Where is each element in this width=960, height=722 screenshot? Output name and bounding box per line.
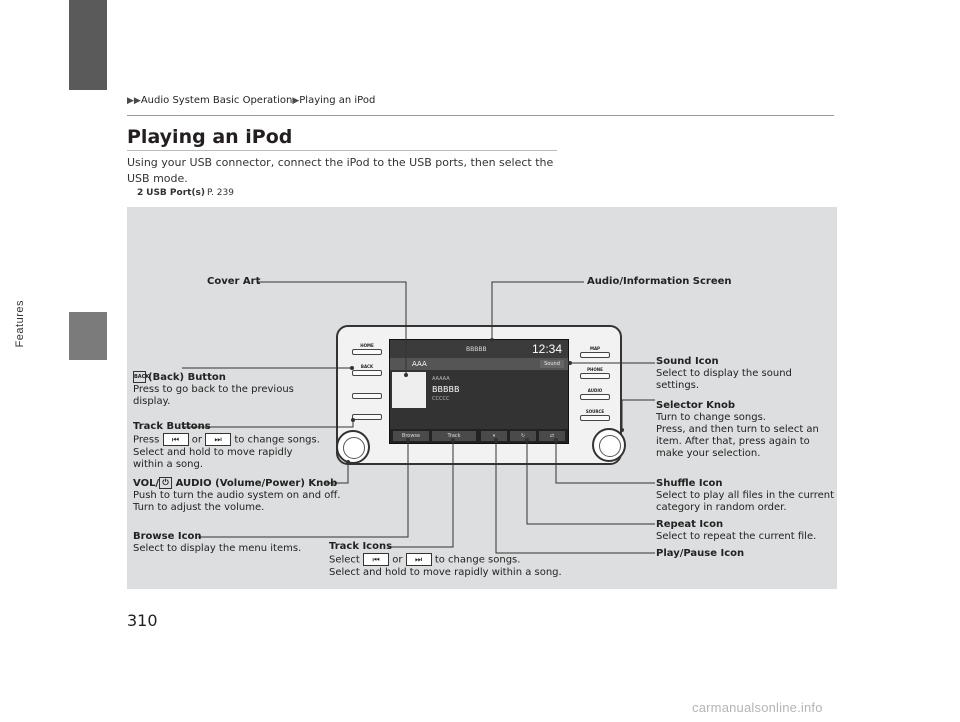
screen-source-band: AAA Sound <box>390 358 568 370</box>
sidebar <box>69 0 107 722</box>
power-icon: ⏻ <box>159 477 173 489</box>
track-buttons-callout: Track Buttons Press ⏮ or ⏭ to change son… <box>133 421 320 470</box>
map-button[interactable] <box>580 352 610 358</box>
screen-clock: 12:34 <box>531 342 562 356</box>
back-icon: BACK <box>133 371 149 383</box>
phone-button-label: PHONE <box>587 367 603 372</box>
reference-icon: 2 <box>137 188 144 198</box>
map-button-label: MAP <box>589 346 600 351</box>
title-rule <box>127 150 557 151</box>
repeat-icon[interactable]: ↻ <box>510 431 536 441</box>
browse-icon-callout: Browse Icon Select to display the menu i… <box>133 531 302 554</box>
sidebar-block <box>69 0 107 90</box>
reference-page: P. 239 <box>207 188 234 198</box>
repeat-icon-callout: Repeat Icon Select to repeat the current… <box>656 519 817 542</box>
screen-status-bar: BBBBB 12:34 <box>390 340 568 358</box>
browse-icon[interactable]: Browse <box>393 431 429 441</box>
selector-knob[interactable] <box>592 428 626 462</box>
audio-info-screen-label: Audio/Information Screen <box>587 276 732 287</box>
cross-reference[interactable]: 2 USB Port(s)P. 239 <box>137 188 234 198</box>
home-button[interactable] <box>352 349 382 355</box>
vol-audio-knob[interactable] <box>336 430 370 464</box>
track-icons-callout: Track Icons Select ⏮ or ⏭ to change song… <box>329 541 562 578</box>
page-number: 310 <box>127 611 158 630</box>
track-icon-prev: ⏮ <box>363 553 390 566</box>
breadcrumb-link-audio-basic[interactable]: Audio System Basic Operation <box>140 95 293 106</box>
header-rule <box>127 115 834 116</box>
cover-art <box>392 372 426 408</box>
screen-bottom-bar: Browse Track ⏸ ↻ ⇄ <box>390 429 568 443</box>
shuffle-icon[interactable]: ⇄ <box>539 431 565 441</box>
selector-knob-callout: Selector Knob Turn to change songs. Pres… <box>656 400 819 459</box>
watermark: carmanualsonline.info <box>692 700 823 715</box>
back-button[interactable] <box>352 370 382 376</box>
screen-artist: AAAAA <box>432 376 450 382</box>
breadcrumb-separator-icon: ▶ <box>292 96 300 106</box>
track-prev-icon: ⏮ <box>162 433 189 446</box>
play-pause-icon[interactable]: ⏸ <box>481 431 507 441</box>
back-button-label: BACK <box>360 364 374 369</box>
track-next-icon: ⏭ <box>205 433 232 446</box>
cover-art-label: Cover Art <box>207 276 261 287</box>
brightness-button[interactable] <box>352 393 382 399</box>
screen-album: CCCCC <box>432 396 450 402</box>
reference-link[interactable]: USB Port(s) <box>146 188 206 198</box>
screen-source: AAA <box>412 360 427 368</box>
page-title: Playing an iPod <box>127 126 293 148</box>
vol-knob-callout: VOL/⏻ AUDIO (Volume/Power) Knob Push to … <box>133 477 341 513</box>
sidebar-tab-marker <box>69 312 107 360</box>
source-button[interactable] <box>580 415 610 421</box>
screen-song: BBBBB <box>432 385 460 394</box>
sidebar-label: Features <box>14 300 26 348</box>
track-icons[interactable]: Track <box>432 431 476 441</box>
track-buttons[interactable] <box>352 414 382 420</box>
back-button-callout: BACK(Back) Button Press to go back to th… <box>133 371 294 407</box>
breadcrumb-arrow-icon: ▶▶ <box>127 96 141 106</box>
audio-information-screen[interactable]: BBBBB 12:34 AAA Sound AAAAA BBBBB CCCCC … <box>389 339 569 444</box>
play-pause-icon-callout: Play/Pause Icon <box>656 548 745 559</box>
shuffle-icon-callout: Shuffle Icon Select to play all files in… <box>656 478 835 513</box>
home-button-label: HOME <box>360 343 374 348</box>
audio-button[interactable] <box>580 394 610 400</box>
breadcrumb-current: Playing an iPod <box>299 95 376 106</box>
source-button-label: SOURCE <box>585 409 605 414</box>
phone-button[interactable] <box>580 373 610 379</box>
screen-status-text: BBBBB <box>466 346 487 353</box>
track-icon-next: ⏭ <box>405 553 432 566</box>
sound-icon-callout: Sound Icon Select to display the sound s… <box>656 356 792 391</box>
sound-icon[interactable]: Sound <box>540 360 564 368</box>
breadcrumb: ▶▶Audio System Basic Operation▶Playing a… <box>127 95 375 106</box>
intro-text: Using your USB connector, connect the iP… <box>127 156 554 185</box>
audio-button-label: AUDIO <box>587 388 603 393</box>
